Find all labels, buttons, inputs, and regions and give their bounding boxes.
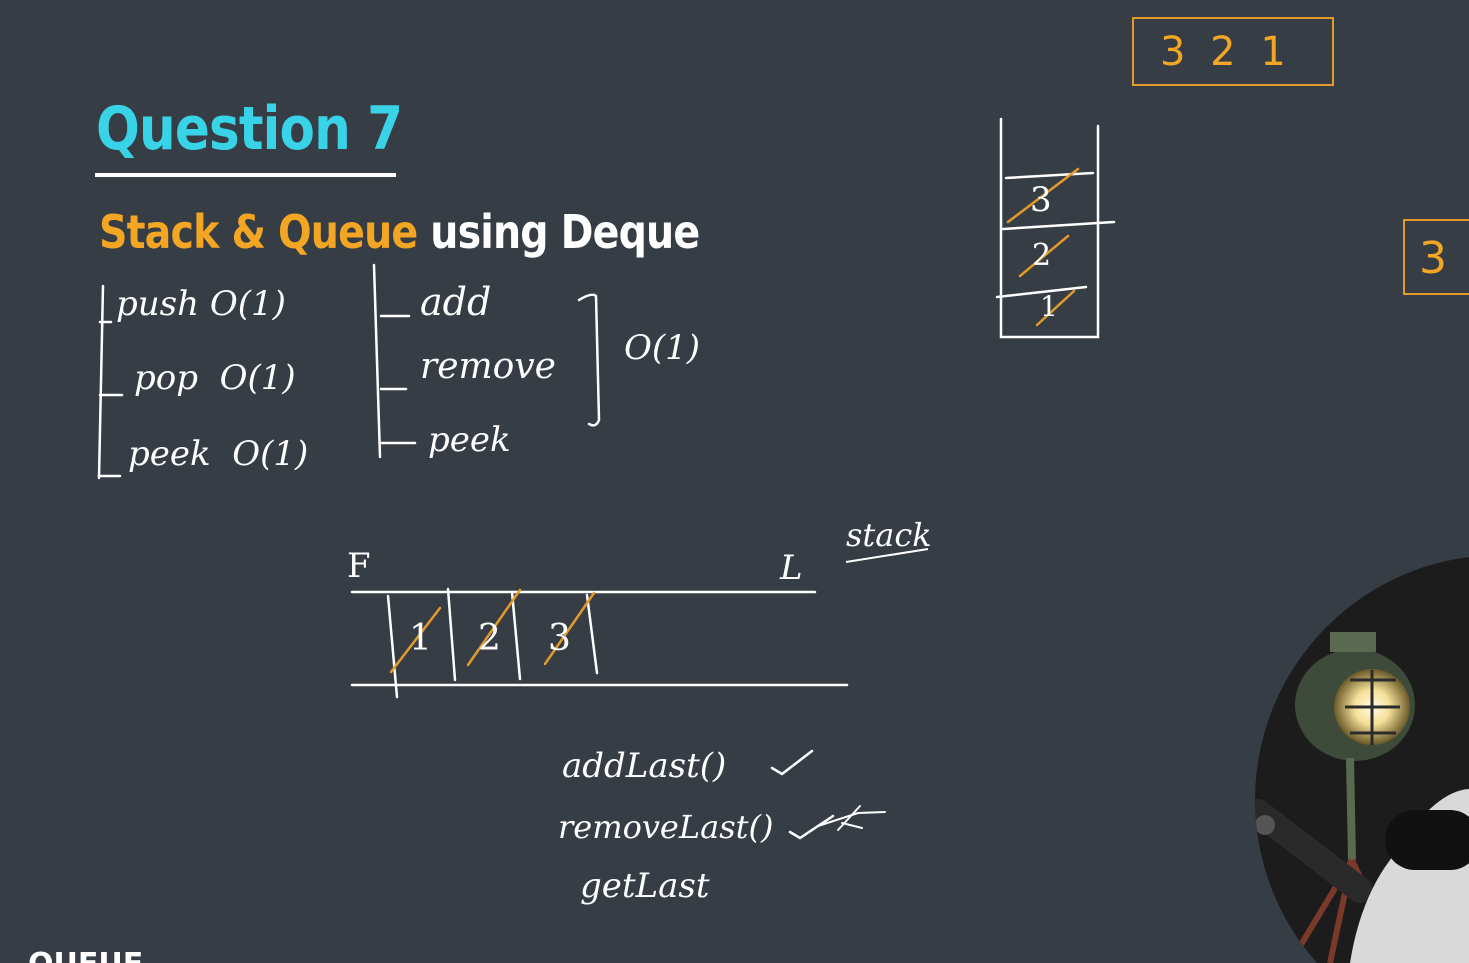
edge-box: 3: [1403, 219, 1469, 295]
queue-ops-bracket: [372, 263, 601, 459]
stack-cell-3: 3: [1030, 180, 1052, 220]
deque-rails: [350, 587, 849, 699]
queue-ops-cost: O(1): [624, 328, 701, 368]
stack-strikes: [1006, 167, 1080, 327]
queue-section-label: QUEUE: [28, 947, 143, 963]
method-remove-last: removeLast(): [558, 808, 774, 846]
deque-stack-label: stack: [846, 516, 932, 554]
page-title: Question 7: [96, 94, 403, 164]
stack-ops-bracket: [97, 284, 124, 480]
title-underline: [95, 173, 396, 177]
deque-strikes: [389, 588, 596, 674]
stack-op-push: push O(1): [116, 284, 286, 324]
stack-cell-1: 1: [1040, 290, 1058, 323]
deque-front-label: F: [347, 546, 371, 586]
stack-op-pop: pop O(1): [134, 358, 296, 398]
edge-box-text: 3: [1419, 233, 1447, 284]
stack-drawing-outline: [995, 117, 1116, 339]
deque-cell-1: 1: [409, 618, 432, 659]
page-subtitle: Stack & Queue using Deque: [99, 205, 700, 259]
check-marks: [770, 749, 835, 840]
deque-cell-3: 3: [548, 618, 571, 659]
stack-op-peek: peek O(1): [128, 434, 309, 474]
queue-op-peek: peek: [428, 420, 511, 460]
stack-label-underline: [845, 548, 929, 563]
queue-op-remove: remove: [420, 346, 556, 387]
deque-cell-2: 2: [478, 618, 501, 659]
queue-op-add: add: [420, 280, 492, 324]
method-get-last: getLast: [580, 866, 710, 906]
output-box: 3 2 1: [1132, 17, 1334, 86]
subtitle-highlight: Stack & Queue: [99, 205, 418, 259]
stack-cell-2: 2: [1032, 238, 1052, 273]
method-add-last: addLast(): [562, 746, 727, 786]
output-box-text: 3 2 1: [1160, 29, 1292, 75]
scribble-mark: [817, 805, 886, 831]
deque-last-label: L: [780, 548, 803, 588]
subtitle-rest: using Deque: [430, 205, 700, 259]
